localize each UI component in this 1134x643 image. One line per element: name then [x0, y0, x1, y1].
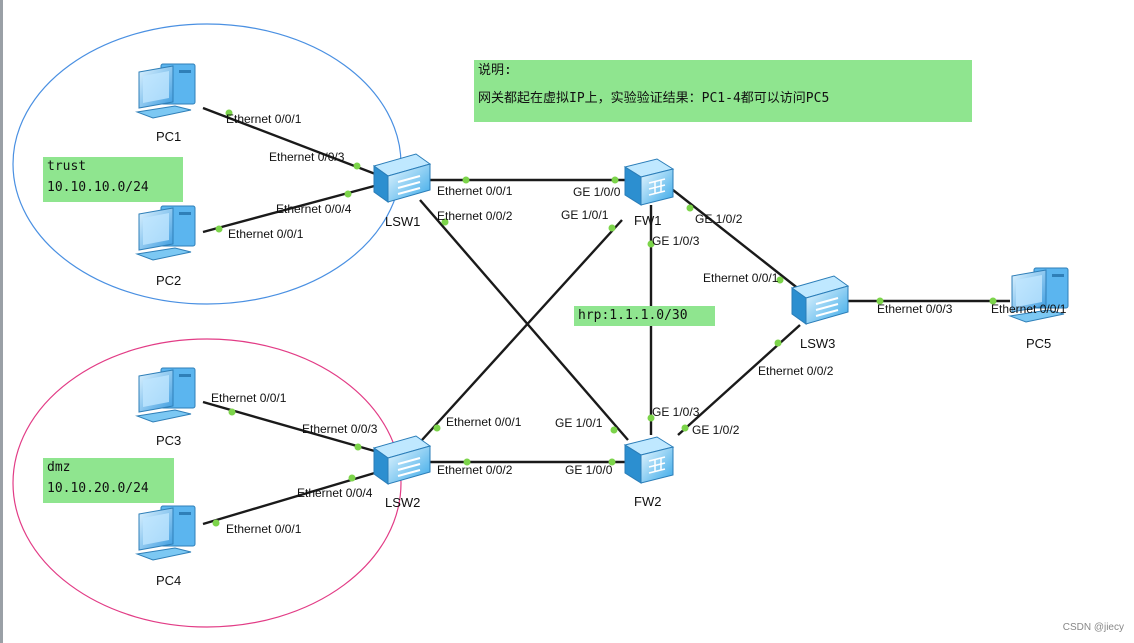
watermark: CSDN @jiecy — [1062, 622, 1124, 633]
notes-box: 说明: 网关都起在虚拟IP上，实验验证结果：PC1-4都可以访问PC5 — [474, 60, 972, 122]
pc3-name: PC3 — [156, 433, 182, 448]
port-label: Ethernet 0/0/1 — [211, 391, 287, 405]
port-label: GE 1/0/3 — [652, 405, 700, 419]
dmz-zone-boundary — [12, 338, 402, 628]
notes-title: 说明: — [478, 63, 512, 78]
pc1-name: PC1 — [156, 129, 182, 144]
port-label: Ethernet 0/0/2 — [437, 209, 513, 223]
fw1-firewall-icon[interactable] — [624, 158, 674, 206]
window-left-border — [0, 0, 3, 643]
lsw3-switch-icon[interactable] — [791, 275, 849, 325]
port-label: GE 1/0/3 — [652, 234, 700, 248]
port-label: Ethernet 0/0/1 — [703, 271, 779, 285]
fw2-name: FW2 — [634, 494, 662, 509]
trust-zone-name: trust — [47, 159, 87, 174]
port-label: Ethernet 0/0/1 — [446, 415, 522, 429]
pc3-icon[interactable] — [136, 367, 196, 423]
port-label: GE 1/0/0 — [565, 463, 613, 477]
port-label: Ethernet 0/0/3 — [877, 302, 953, 316]
link-pc1-lsw1 — [202, 106, 379, 177]
dmz-zone-name: dmz — [47, 460, 71, 475]
pc2-name: PC2 — [156, 273, 182, 288]
trust-zone-label: trust 10.10.10.0/24 — [43, 157, 183, 202]
port-label: Ethernet 0/0/1 — [991, 302, 1067, 316]
link-fw1-lsw2 — [421, 219, 623, 441]
notes-body: 网关都起在虚拟IP上，实验验证结果：PC1-4都可以访问PC5 — [478, 91, 830, 106]
fw2-firewall-icon[interactable] — [624, 436, 674, 484]
port-label: Ethernet 0/0/3 — [269, 150, 345, 164]
link-fw1-lsw3 — [672, 189, 801, 291]
dmz-zone-subnet: 10.10.20.0/24 — [47, 481, 149, 496]
lsw1-switch-icon[interactable] — [373, 153, 431, 203]
port-label: GE 1/0/1 — [561, 208, 609, 222]
port-label: Ethernet 0/0/1 — [228, 227, 304, 241]
pc4-icon[interactable] — [136, 505, 196, 561]
port-label: Ethernet 0/0/1 — [437, 184, 513, 198]
port-label: Ethernet 0/0/1 — [226, 112, 302, 126]
dmz-zone-label: dmz 10.10.20.0/24 — [43, 458, 174, 503]
port-label: Ethernet 0/0/4 — [276, 202, 352, 216]
hrp-subnet-label: hrp:1.1.1.0/30 — [574, 306, 715, 326]
lsw2-switch-icon[interactable] — [373, 435, 431, 485]
lsw2-name: LSW2 — [385, 495, 421, 510]
pc4-name: PC4 — [156, 573, 182, 588]
port-label: Ethernet 0/0/2 — [437, 463, 513, 477]
trust-zone-subnet: 10.10.10.0/24 — [47, 180, 149, 195]
pc5-name: PC5 — [1026, 336, 1052, 351]
port-label: Ethernet 0/0/2 — [758, 364, 834, 378]
port-label: Ethernet 0/0/3 — [302, 422, 378, 436]
link-lsw1-fw2 — [419, 199, 629, 441]
port-label: GE 1/0/2 — [695, 212, 743, 226]
fw1-name: FW1 — [634, 213, 662, 228]
port-label: GE 1/0/2 — [692, 423, 740, 437]
lsw3-name: LSW3 — [800, 336, 836, 351]
lsw1-name: LSW1 — [385, 214, 421, 229]
port-label: Ethernet 0/0/4 — [297, 486, 373, 500]
pc1-icon[interactable] — [136, 63, 196, 119]
port-label: Ethernet 0/0/1 — [226, 522, 302, 536]
port-label: GE 1/0/1 — [555, 416, 603, 430]
port-indicators — [212, 109, 997, 527]
pc2-icon[interactable] — [136, 205, 196, 261]
link-pc4-lsw2 — [202, 470, 379, 526]
port-label: GE 1/0/0 — [573, 185, 621, 199]
